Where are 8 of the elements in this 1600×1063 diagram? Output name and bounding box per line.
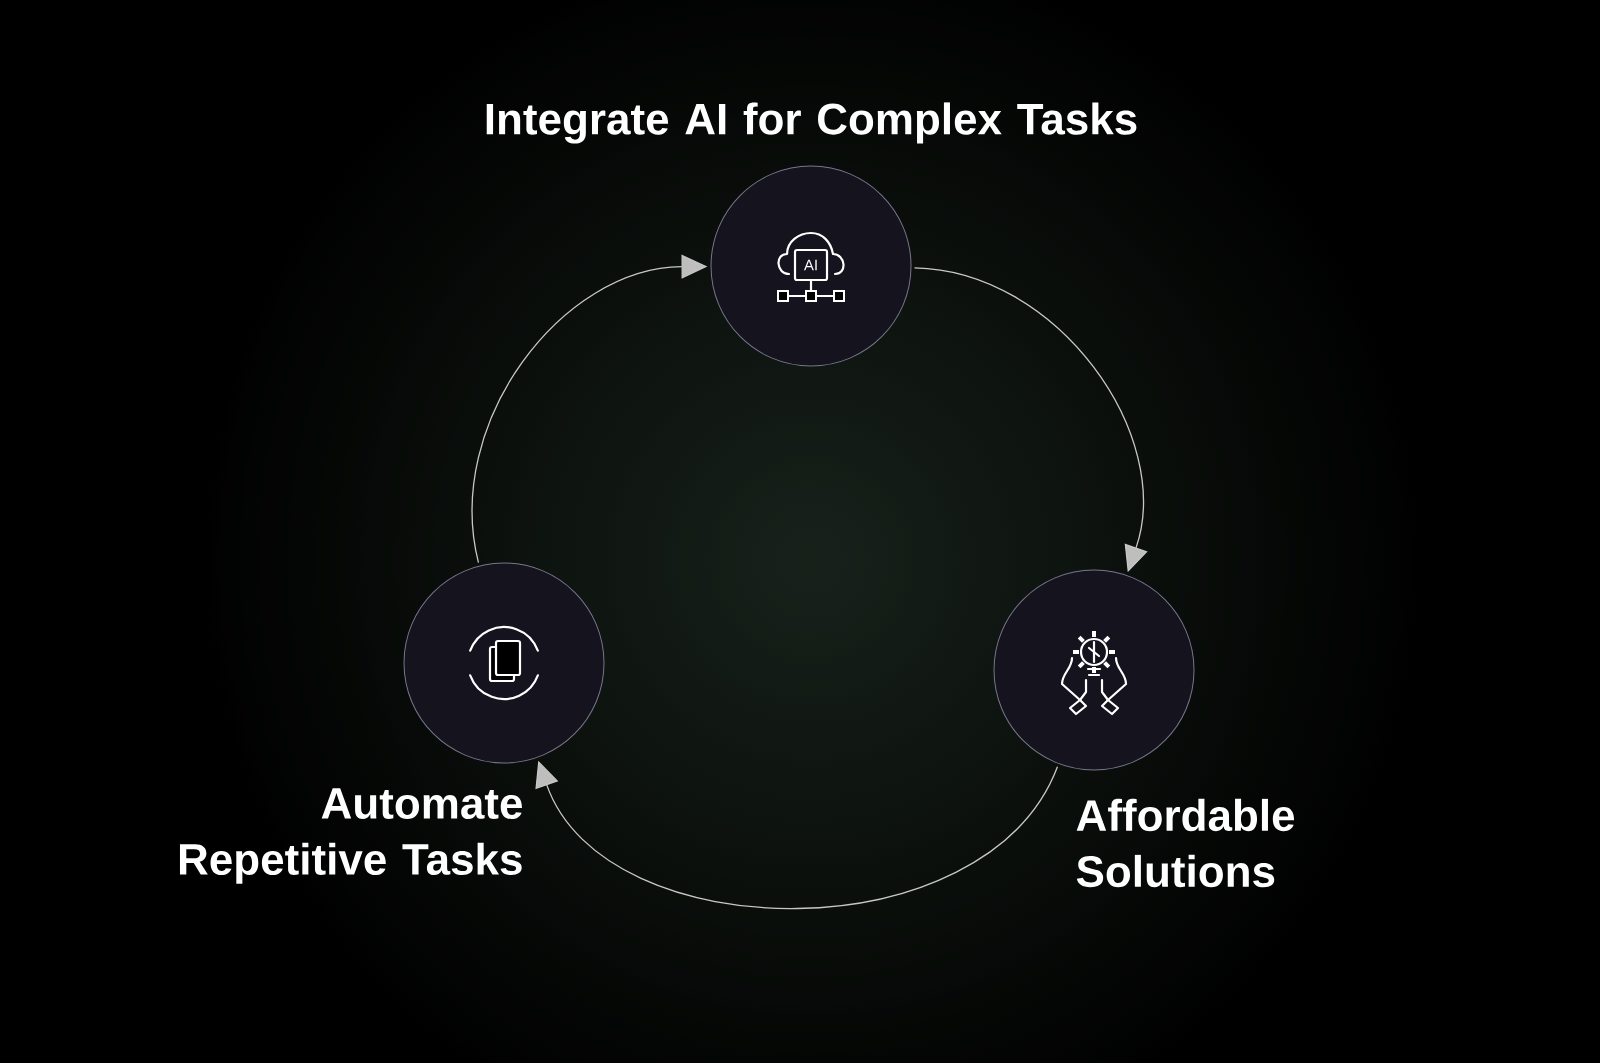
circle-node <box>710 165 912 367</box>
documents-icon <box>469 625 539 701</box>
circle-node <box>993 569 1195 771</box>
hands-gear-icon <box>1060 631 1128 716</box>
circle-node <box>403 562 605 764</box>
heading: Affordable Solutions <box>1076 798 1295 888</box>
heading: Automate Repetitive Tasks <box>179 788 522 884</box>
heading: Integrate AI for Complex Tasks <box>486 102 1137 144</box>
